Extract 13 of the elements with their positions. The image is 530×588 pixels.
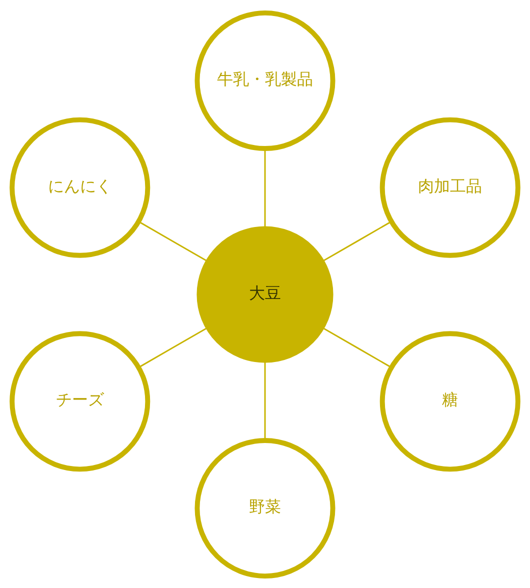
connector (323, 327, 392, 368)
node-circle: にんにく (10, 116, 150, 258)
node-circle: チーズ (10, 330, 150, 472)
connector (323, 220, 392, 261)
connector (264, 362, 266, 440)
node-circle: 野菜 (194, 437, 336, 578)
node-circle: 大豆 (196, 226, 334, 362)
connector (138, 220, 207, 261)
node-circle: 肉加工品 (380, 116, 520, 258)
connector (264, 148, 266, 226)
node-circle: 糖 (380, 330, 520, 472)
connector (138, 327, 207, 368)
node-circle: 牛乳・乳製品 (194, 10, 336, 150)
